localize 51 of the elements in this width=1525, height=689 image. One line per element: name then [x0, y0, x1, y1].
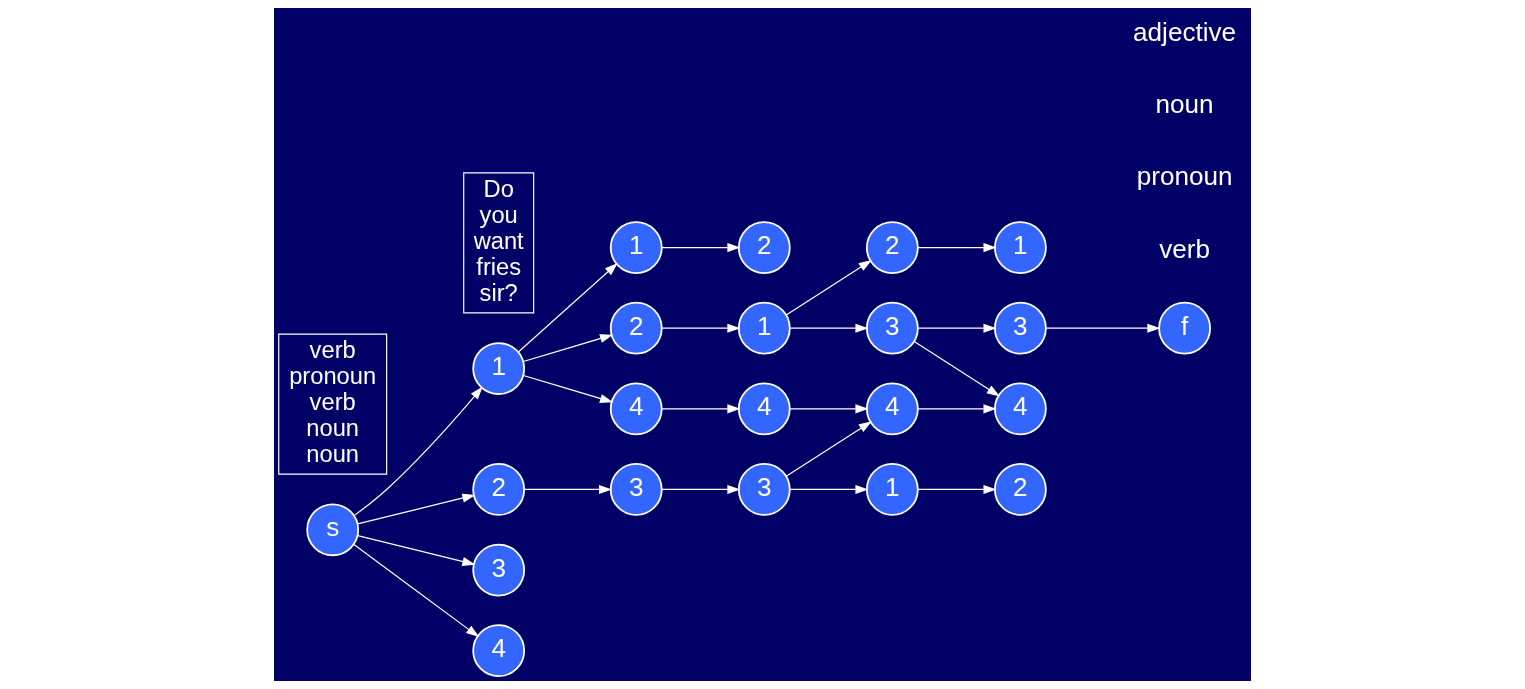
node-circle: 1 [737, 301, 791, 355]
node-circle: 1 [865, 463, 919, 516]
label: adjective [1133, 16, 1237, 47]
arrow [357, 493, 476, 525]
node-circle: 3 [994, 301, 1047, 355]
arrow [1045, 323, 1161, 333]
arrow [917, 484, 997, 494]
arrow [661, 404, 741, 414]
node-circle: 1 [609, 221, 663, 274]
arrow [917, 404, 997, 414]
node-circle: 4 [472, 624, 526, 678]
node-box: verb pronoun verb noun noun [278, 333, 388, 475]
arrow [661, 243, 741, 253]
node-circle: 4 [865, 382, 919, 436]
node-circle: 2 [865, 221, 919, 274]
arrow [353, 386, 483, 517]
arrow [917, 243, 997, 253]
label: noun [1155, 89, 1214, 120]
arrow [522, 334, 614, 363]
node-circle: 3 [865, 301, 919, 355]
label: verb [1159, 233, 1210, 264]
node-circle: 3 [737, 463, 791, 516]
node-circle: s [306, 503, 360, 557]
node-circle: 2 [609, 301, 663, 355]
arrow [785, 421, 872, 477]
arrow [518, 263, 618, 353]
arrow [917, 323, 997, 333]
arrow [789, 484, 869, 494]
node-circle: 2 [737, 221, 791, 274]
node-circle: 3 [472, 543, 526, 597]
node-circle: 1 [994, 221, 1047, 274]
node-circle: 4 [994, 382, 1047, 436]
arrow [353, 543, 480, 638]
arrow [789, 404, 869, 414]
node-circle: f [1158, 301, 1211, 355]
node-circle: 2 [994, 463, 1047, 516]
arrow [661, 484, 741, 494]
node-circle: 4 [737, 382, 791, 436]
node-circle: 4 [609, 382, 663, 436]
arrow [523, 484, 613, 494]
node-circle: 3 [609, 463, 663, 516]
arrow [522, 374, 614, 403]
arrow [357, 535, 476, 566]
node-circle: 2 [472, 463, 526, 516]
arrow [913, 340, 1000, 397]
label: pronoun [1136, 161, 1233, 192]
node-box: Do you want fries sir? [463, 172, 535, 314]
arrow [785, 259, 872, 316]
arrow [661, 323, 741, 333]
node-circle: 1 [472, 342, 526, 395]
arrow [789, 323, 869, 333]
